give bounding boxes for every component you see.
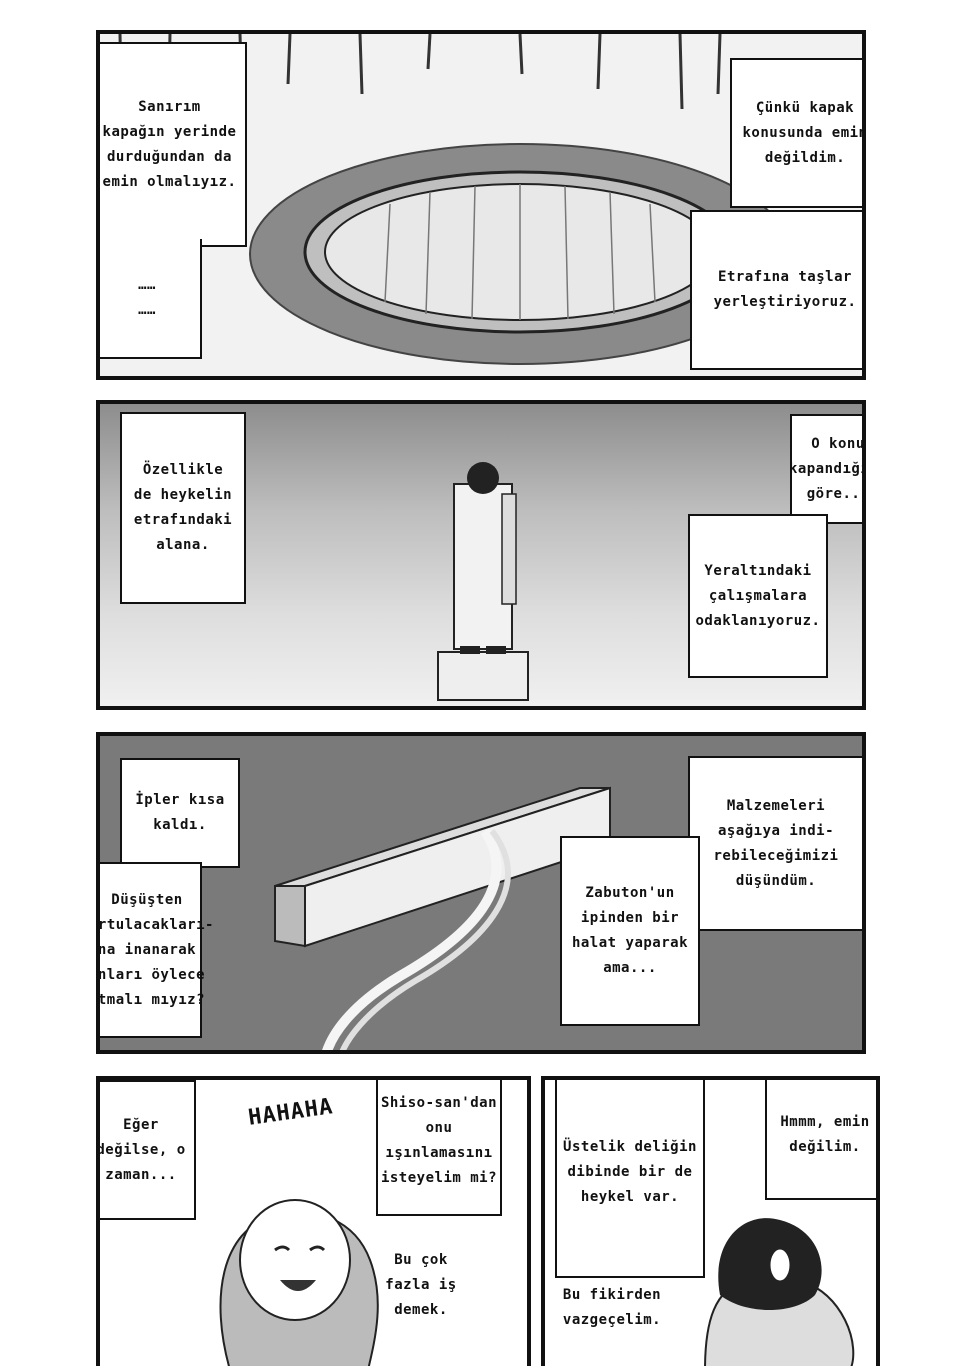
panel-3: İpler kısa kaldı. Düşüşten kurtulacaklar… (96, 732, 866, 1054)
panel-4: Eğer değilse, o zaman... HAHAHA Shiso-sa… (96, 1076, 531, 1366)
statue-illustration (437, 462, 529, 701)
speech-bubble: Üstelik deliğin dibinde bir de heykel va… (555, 1080, 705, 1278)
speech-bubble: Sanırım kapağın yerinde durduğundan da e… (100, 42, 247, 247)
speech-bubble: İpler kısa kaldı. (120, 758, 240, 868)
well-illustration (118, 34, 791, 365)
speech-bubble: Düşüşten kurtulacakları- na inanarak onl… (100, 862, 213, 1038)
character-illustration (219, 1199, 379, 1366)
speech-bubble: Yeraltındaki çalışmalara odaklanıyoruz. (688, 514, 828, 678)
speech-bubble: Etrafına taşlar yerleştiriyoruz. (690, 210, 862, 370)
character-illustration (704, 1218, 855, 1366)
panel-5: Üstelik deliğin dibinde bir de heykel va… (541, 1076, 880, 1366)
panel-1: Sanırım kapağın yerinde durduğundan da e… (96, 30, 866, 380)
ellipsis-bubble: …… …… (100, 239, 202, 359)
speech-bubble: Hmmm, emin değilim. (765, 1080, 876, 1200)
speech-bubble: Çünkü kapak konusunda emin değildim. (730, 58, 862, 208)
speech-bubble: Zabuton'un ipinden bir halat yaparak ama… (560, 836, 700, 1026)
speech-bubble: Eğer değilse, o zaman... (100, 1080, 196, 1220)
speech-bubble: O konu kapandığına göre... (789, 414, 862, 524)
speech-bubble: Shiso-san'dan onu ışınlamasını isteyelim… (376, 1080, 502, 1216)
speech-bubble: Özellikle de heykelin etrafındaki alana. (120, 412, 246, 604)
speech-bubble: Malzemeleri aşağıya indi- rebileceğimizi… (688, 756, 862, 931)
beam-illustration (274, 786, 611, 1050)
speech-text: Bu fikirden vazgeçelim. (562, 1287, 662, 1328)
panel-2: Özellikle de heykelin etrafındaki alana.… (96, 400, 866, 710)
speech-text: Bu çok fazla iş demek. (385, 1251, 457, 1318)
